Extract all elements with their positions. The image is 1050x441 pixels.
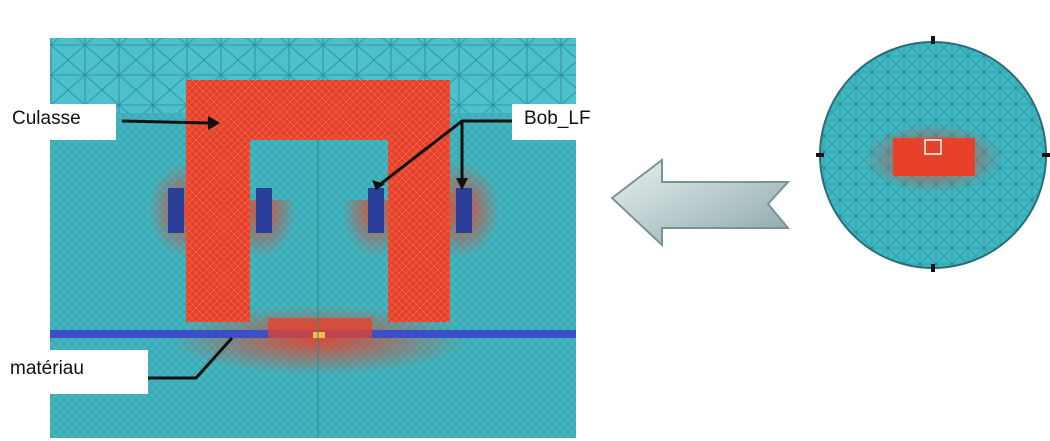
coils bbox=[168, 188, 472, 233]
flow-arrow bbox=[610, 157, 791, 248]
materiau-leader bbox=[148, 336, 234, 380]
leader-lines bbox=[121, 116, 515, 380]
culasse-arrowhead bbox=[208, 116, 220, 130]
tick-bottom bbox=[931, 264, 935, 272]
tick-right bbox=[1042, 153, 1050, 157]
coil-1 bbox=[168, 188, 184, 233]
label-materiau: matériau bbox=[0, 350, 148, 394]
label-culasse: Culasse bbox=[6, 104, 116, 140]
yoke bbox=[186, 80, 450, 322]
coil-4 bbox=[456, 188, 472, 233]
material-band bbox=[50, 140, 576, 438]
culasse-leader bbox=[121, 119, 209, 125]
tick-left bbox=[816, 153, 824, 157]
circular-mesh-domain bbox=[816, 36, 1050, 272]
tick-top bbox=[931, 36, 935, 44]
coil-2 bbox=[256, 188, 272, 233]
bob-arrowhead-1 bbox=[372, 180, 385, 190]
coil-3 bbox=[368, 188, 384, 233]
label-bob-lf: Bob_LF bbox=[512, 104, 608, 140]
bob-arrowhead-2 bbox=[456, 178, 468, 190]
